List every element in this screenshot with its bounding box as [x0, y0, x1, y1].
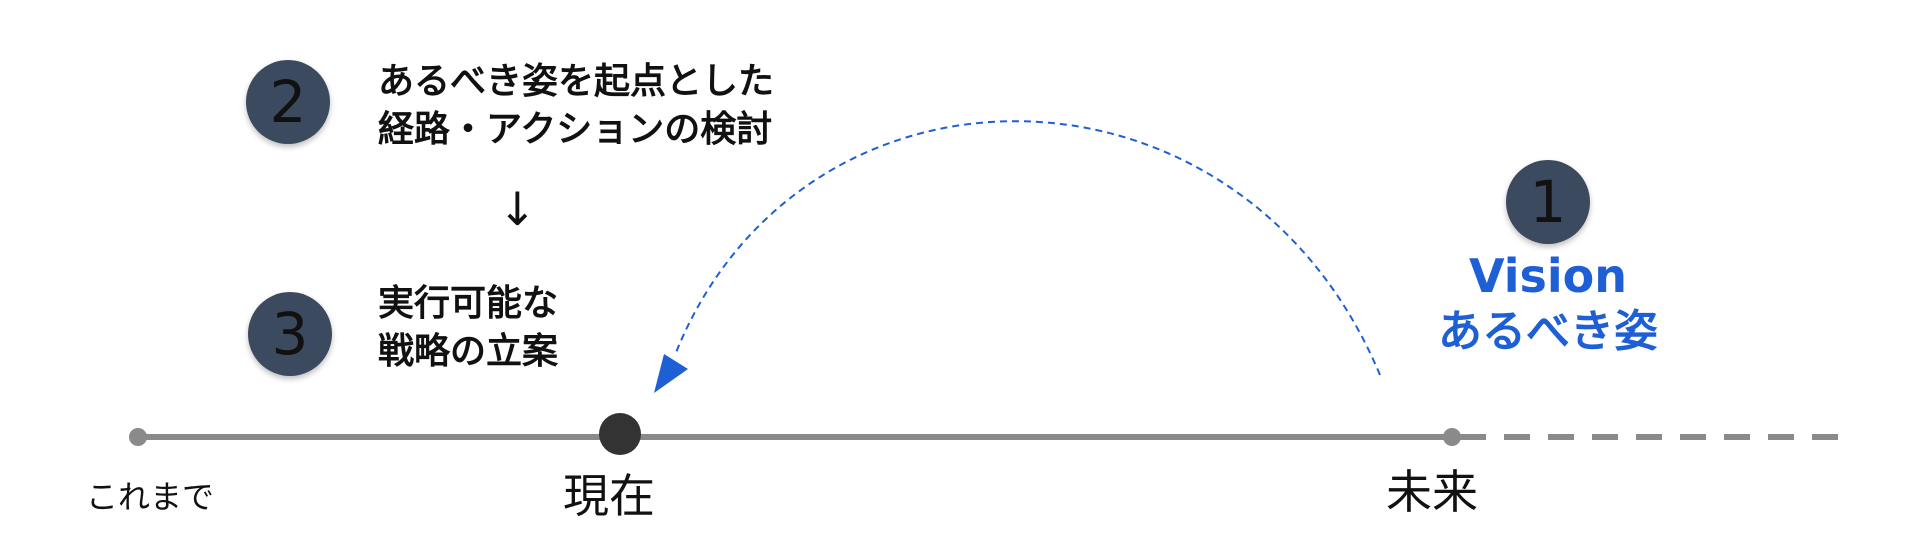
down-arrow-icon: ↓ [498, 182, 537, 236]
past-label: これまで [86, 478, 215, 516]
step-3-badge: 3 [248, 292, 332, 376]
vision-block: Vision あるべき姿 [1398, 248, 1698, 360]
present-label: 現在 [563, 469, 655, 523]
backcasting-arrowhead [654, 354, 688, 393]
step-2-badge: 2 [246, 60, 330, 144]
future-point [1443, 428, 1461, 446]
present-point [599, 413, 641, 455]
step-3-line1: 実行可能な [378, 283, 559, 324]
step-3-text: 実行可能な 戦略の立案 [378, 280, 558, 376]
step-2-line1: あるべき姿を起点とした [378, 61, 775, 102]
vision-title: Vision [1468, 249, 1628, 303]
step-1-badge: 1 [1506, 160, 1590, 244]
vision-subtitle: あるべき姿 [1438, 306, 1658, 357]
past-point [129, 428, 147, 446]
future-label: 未来 [1386, 465, 1478, 519]
step-2-text: あるべき姿を起点とした 経路・アクションの検討 [378, 58, 774, 154]
step-3-line2: 戦略の立案 [378, 331, 559, 372]
step-2-line2: 経路・アクションの検討 [378, 109, 773, 150]
backcasting-arc [674, 120, 1381, 376]
